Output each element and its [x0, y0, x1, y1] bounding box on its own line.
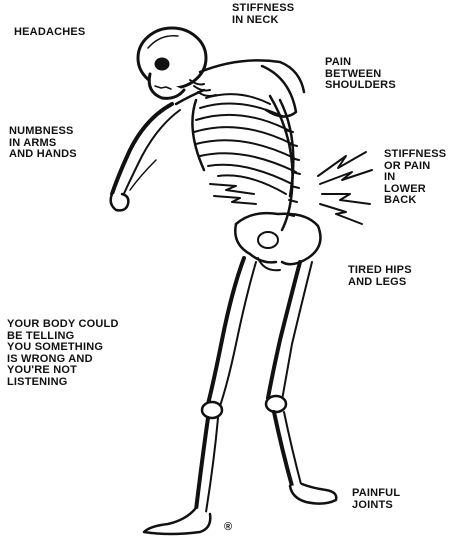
label-pain-between-shoulders: PAIN BETWEEN SHOULDERS: [325, 57, 396, 92]
legs: [196, 258, 312, 512]
label-lower-back: STIFFNESS OR PAIN IN LOWER BACK: [384, 149, 446, 207]
feet: [144, 484, 336, 534]
rib-cage: [192, 94, 296, 196]
label-numbness-arms-hands: NUMBNESS IN ARMS AND HANDS: [9, 126, 77, 161]
label-tired-hips-legs: TIRED HIPS AND LEGS: [348, 265, 412, 288]
arms: [111, 104, 180, 210]
registered-mark: ®: [224, 521, 232, 533]
pelvis: [235, 213, 320, 270]
label-stiffness-in-neck: STIFFNESS IN NECK: [232, 3, 294, 26]
label-painful-joints: PAINFUL JOINTS: [352, 488, 400, 511]
label-warning-message: YOUR BODY COULD BE TELLING YOU SOMETHING…: [7, 319, 119, 388]
label-headaches: HEADACHES: [14, 27, 85, 39]
